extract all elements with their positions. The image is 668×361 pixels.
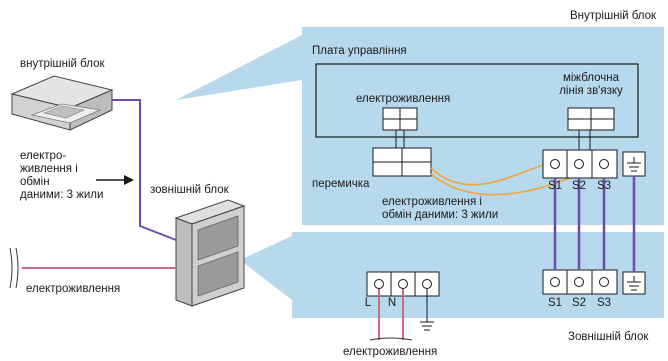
outdoor-panel-title: Зовнішній блок bbox=[568, 331, 649, 343]
indoor-unit-icon bbox=[10, 75, 114, 131]
indoor-ground bbox=[622, 151, 646, 177]
power-terminal-l: L bbox=[364, 297, 372, 309]
power-supply-left-label: електроживлення bbox=[26, 283, 121, 295]
indoor-unit-label: внутрішній блок bbox=[20, 58, 105, 70]
power-supply-bottom-label: електроживлення bbox=[343, 346, 438, 358]
outdoor-terminal-block bbox=[542, 269, 618, 295]
outdoor-unit-label: зовнішній блок bbox=[150, 184, 229, 196]
outdoor-unit-icon bbox=[174, 199, 246, 307]
control-board bbox=[315, 63, 639, 138]
interunit-connector bbox=[567, 107, 615, 152]
indoor-terminal-s3: S3 bbox=[596, 180, 612, 192]
indoor-terminal-s1: S1 bbox=[547, 180, 563, 192]
cable-arrow bbox=[96, 175, 134, 185]
control-board-label: Плата управління bbox=[312, 45, 407, 57]
indoor-callout bbox=[176, 35, 302, 100]
indoor-panel-title: Внутрішній блок bbox=[570, 10, 657, 22]
outdoor-ground bbox=[622, 271, 646, 295]
outdoor-terminal-s2: S2 bbox=[571, 297, 587, 309]
outdoor-power-wires bbox=[378, 289, 404, 340]
outdoor-terminal-s3: S3 bbox=[596, 297, 612, 309]
interunit-wires bbox=[553, 176, 636, 272]
break-mark bbox=[9, 247, 19, 289]
jumper-label: перемичка bbox=[312, 178, 370, 190]
comm-cable bbox=[112, 99, 177, 241]
indoor-terminal-block bbox=[542, 149, 618, 179]
outdoor-callout bbox=[240, 236, 292, 300]
indoor-terminal-s2: S2 bbox=[571, 180, 587, 192]
outdoor-power-ground bbox=[420, 289, 434, 331]
power-terminal-n: N bbox=[387, 297, 397, 309]
power-cable-break bbox=[369, 337, 413, 341]
outdoor-terminal-s1: S1 bbox=[547, 297, 563, 309]
power-connector-indoor bbox=[372, 107, 432, 177]
interunit-line-label: міжблочна лінія зв'язку bbox=[559, 72, 623, 97]
cable-left-label: електро- живлення і обмін даними: 3 жили bbox=[20, 150, 104, 201]
power-supply-indoor-label: електроживлення bbox=[356, 93, 451, 105]
cable-right-label: електроживлення і обмін даними: 3 жили bbox=[382, 196, 499, 221]
